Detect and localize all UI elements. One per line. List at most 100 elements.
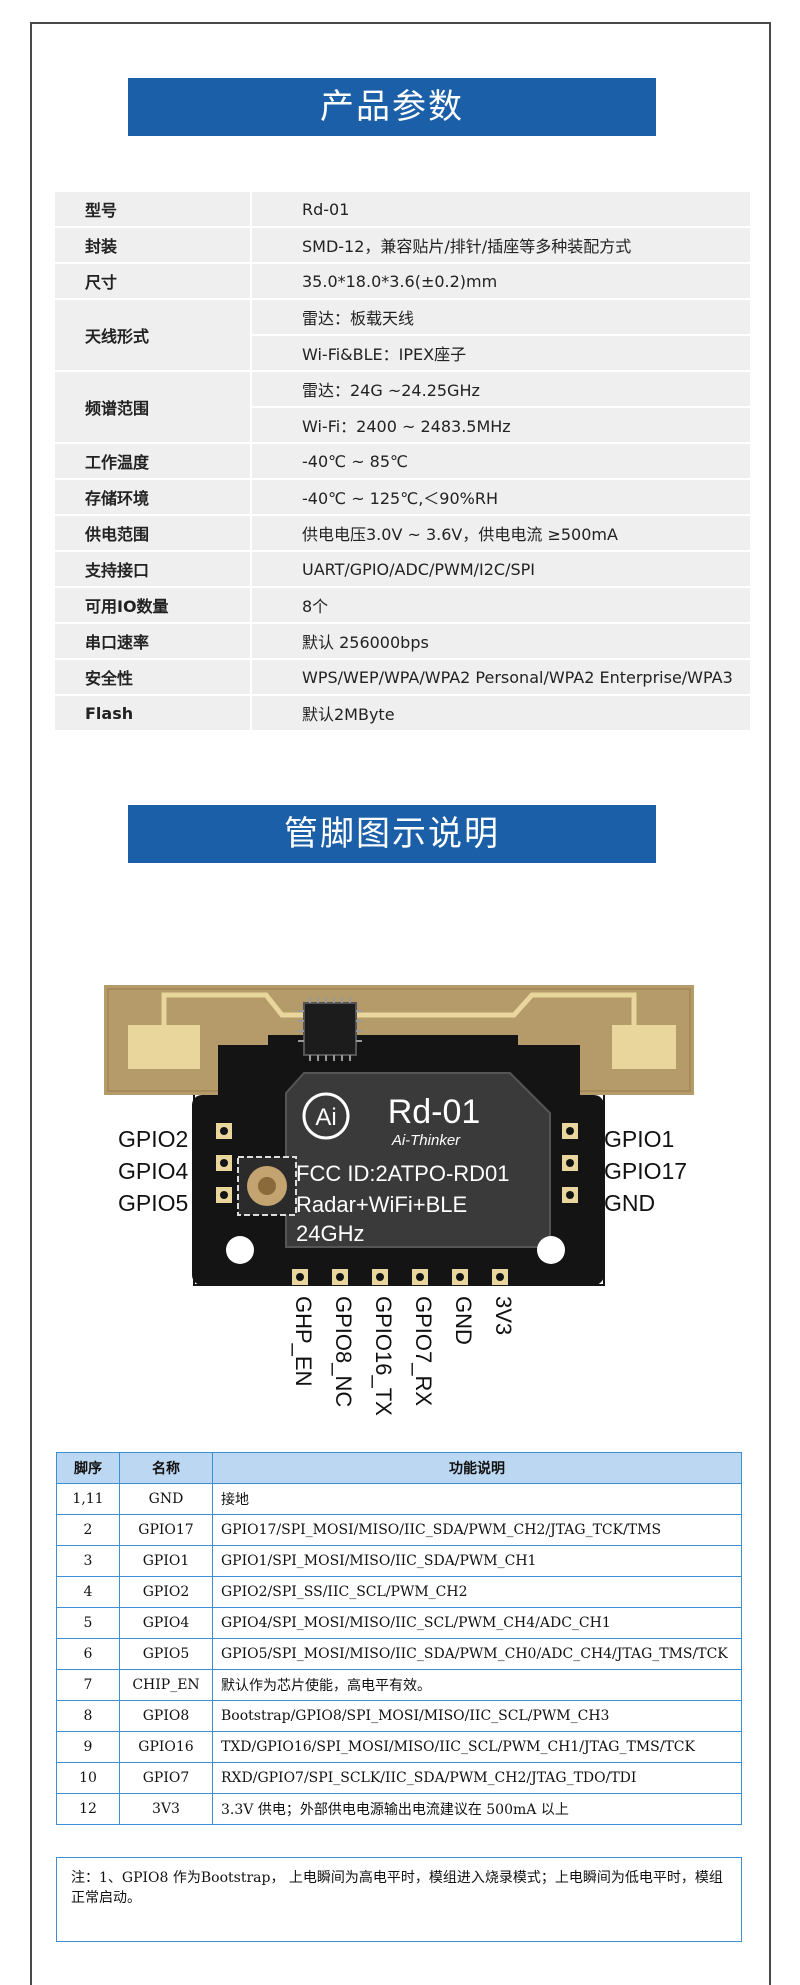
pin-name: GPIO8 [119, 1700, 213, 1732]
pin-function: 默认作为芯片使能，高电平有效。 [212, 1669, 742, 1701]
pin-label-left: GPIO5 [118, 1190, 189, 1216]
spec-key: 频谱范围 [55, 372, 250, 442]
table-header-cell: 名称 [119, 1452, 213, 1484]
pin-name: GPIO2 [119, 1576, 213, 1608]
pin-number: 5 [56, 1607, 120, 1639]
pin-label-right: GPIO1 [604, 1126, 675, 1152]
spec-value: SMD-12，兼容贴片/排针/插座等多种装配方式 [250, 228, 750, 262]
spec-value: Wi-Fi：2400 ~ 2483.5MHz [250, 408, 750, 442]
spec-value: 35.0*18.0*3.6(±0.2)mm [250, 264, 750, 298]
module-diagram: Ai Rd-01 Ai-Thinker FCC ID:2ATPO-RD01 Ra… [104, 985, 694, 1286]
chip [303, 1002, 357, 1056]
pin-number: 10 [56, 1762, 120, 1794]
spec-value: 默认 256000bps [250, 624, 750, 658]
spec-key: 安全性 [55, 660, 250, 694]
spec-key: 存储环境 [55, 480, 250, 514]
pin-function: GPIO4/SPI_MOSI/MISO/IIC_SCL/PWM_CH4/ADC_… [212, 1607, 742, 1639]
pin-function: GPIO17/SPI_MOSI/MISO/IIC_SDA/PWM_CH2/JTA… [212, 1514, 742, 1546]
note-text: 注：1、GPIO8 作为Bootstrap， 上电瞬间为高电平时，模组进入烧录模… [56, 1857, 742, 1942]
pin-number: 9 [56, 1731, 120, 1763]
pin-name: 3V3 [119, 1793, 213, 1825]
spec-key: Flash [55, 696, 250, 730]
pin-number: 2 [56, 1514, 120, 1546]
spec-key: 尺寸 [55, 264, 250, 298]
pin-function: TXD/GPIO16/SPI_MOSI/MISO/IIC_SCL/PWM_CH1… [212, 1731, 742, 1763]
pin-number: 6 [56, 1638, 120, 1670]
pin-label-bottom: GND [451, 1296, 476, 1345]
antenna-pad-left [128, 1025, 200, 1069]
spec-key: 支持接口 [55, 552, 250, 586]
spec-value: WPS/WEP/WPA/WPA2 Personal/WPA2 Enterpris… [250, 660, 750, 694]
pin-label-bottom: GHP_EN [291, 1296, 316, 1387]
spec-key: 封装 [55, 228, 250, 262]
pin-label-bottom: GPIO7_RX [411, 1296, 436, 1407]
pin-name: GPIO7 [119, 1762, 213, 1794]
page-frame [30, 22, 771, 1985]
spec-key: 串口速率 [55, 624, 250, 658]
spec-key: 供电范围 [55, 516, 250, 550]
pin-name: GPIO16 [119, 1731, 213, 1763]
pin-name: GPIO4 [119, 1607, 213, 1639]
mount-hole-right [537, 1236, 565, 1264]
pin-label-bottom: GPIO16_TX [371, 1296, 396, 1416]
pin-function: Bootstrap/GPIO8/SPI_MOSI/MISO/IIC_SCL/PW… [212, 1700, 742, 1732]
pin-number: 8 [56, 1700, 120, 1732]
table-header-cell: 功能说明 [212, 1452, 742, 1484]
pin-name: GPIO1 [119, 1545, 213, 1577]
module-fcc: FCC ID:2ATPO-RD01 [296, 1161, 510, 1186]
section-title-params: 产品参数 [128, 78, 656, 136]
spec-row: 频谱范围雷达：24G ~24.25GHz [55, 372, 750, 442]
spec-key: 型号 [55, 192, 250, 226]
spec-value: UART/GPIO/ADC/PWM/I2C/SPI [250, 552, 750, 586]
logo-icon [302, 1092, 350, 1140]
pin-function: GPIO2/SPI_SS/IIC_SCL/PWM_CH2 [212, 1576, 742, 1608]
pin-function: 接地 [212, 1483, 742, 1515]
pin-number: 7 [56, 1669, 120, 1701]
spec-value: 雷达：板载天线 [250, 300, 750, 334]
spec-value: 默认2MByte [250, 696, 750, 730]
spec-row: Wi-Fi&BLE：IPEX座子 [55, 336, 750, 370]
spec-row: 工作温度-40℃ ~ 85℃ [55, 444, 750, 478]
table-header-cell: 脚序 [56, 1452, 120, 1484]
spec-value: 供电电压3.0V ~ 3.6V，供电电流 ≥500mA [250, 516, 750, 550]
antenna-pad-right [612, 1025, 676, 1069]
pin-name: GPIO5 [119, 1638, 213, 1670]
pin-label-left: GPIO2 [118, 1126, 189, 1152]
spec-value: Rd-01 [250, 192, 750, 226]
logo-text: Ai [315, 1104, 336, 1131]
pin-number: 3 [56, 1545, 120, 1577]
pin-function: RXD/GPIO7/SPI_SCLK/IIC_SDA/PWM_CH2/JTAG_… [212, 1762, 742, 1794]
pin-name: GND [119, 1483, 213, 1515]
spec-row: 串口速率默认 256000bps [55, 624, 750, 658]
section-title-pins: 管脚图示说明 [128, 805, 656, 863]
spec-row: 供电范围供电电压3.0V ~ 3.6V，供电电流 ≥500mA [55, 516, 750, 550]
spec-key: 可用IO数量 [55, 588, 250, 622]
pin-number: 12 [56, 1793, 120, 1825]
spec-key: 工作温度 [55, 444, 250, 478]
spec-value: 雷达：24G ~24.25GHz [250, 372, 750, 406]
module-features: Radar+WiFi+BLE [296, 1192, 467, 1217]
pin-label-right: GPIO17 [604, 1158, 688, 1184]
pin-function: GPIO1/SPI_MOSI/MISO/IIC_SDA/PWM_CH1 [212, 1545, 742, 1577]
pin-function: GPIO5/SPI_MOSI/MISO/IIC_SDA/PWM_CH0/ADC_… [212, 1638, 742, 1670]
spec-row: 存储环境-40℃ ~ 125℃,＜90%RH [55, 480, 750, 514]
spec-value: -40℃ ~ 85℃ [250, 444, 750, 478]
pin-function: 3.3V 供电；外部供电电源输出电流建议在 500mA 以上 [212, 1793, 742, 1825]
module-brand: Ai-Thinker [391, 1132, 461, 1149]
spec-row: Wi-Fi：2400 ~ 2483.5MHz [55, 408, 750, 442]
